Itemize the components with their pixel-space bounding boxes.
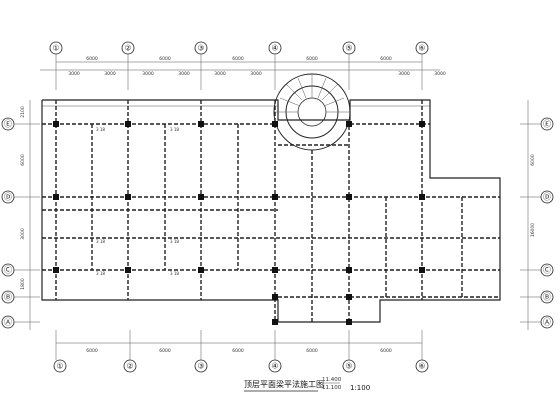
dim-top-4: 6000 <box>306 56 318 62</box>
grid-axis-lines <box>14 54 541 360</box>
beam-label: 3 18 <box>96 127 105 132</box>
building-outline <box>41 99 501 323</box>
beam-label: 3 18 <box>96 239 105 244</box>
right-axis-bubbles: Ⓔ Ⓓ Ⓒ Ⓑ Ⓐ <box>540 117 554 329</box>
dim-top-inner-8: 3000 <box>434 71 446 77</box>
axis-label-4: ④ <box>271 44 278 53</box>
axis-label-5: ⑤ <box>345 44 352 53</box>
dim-bottom-2: 6000 <box>159 348 171 354</box>
dim-top-inner-1: 3000 <box>68 71 80 77</box>
bottom-axis-bubbles: ① ② ③ ④ ⑤ ⑥ <box>53 359 429 373</box>
axis-label-C-right: Ⓒ <box>543 266 551 275</box>
drawing-scale: 1:100 <box>350 384 370 392</box>
axis-label-D: Ⓓ <box>4 193 12 202</box>
axis-label-E: Ⓔ <box>4 120 12 129</box>
dim-top-inner-4: 3000 <box>178 71 190 77</box>
dim-top-inner-7: 3000 <box>398 71 410 77</box>
axis-label-3-bottom: ③ <box>197 362 204 371</box>
axis-label-6: ⑥ <box>418 44 425 53</box>
drawing-title-block: 顶层平面梁平法施工图 11.400 11.100 1:100 <box>244 377 370 392</box>
dim-left-2: 6000 <box>20 154 26 166</box>
dim-right-2: 16000 <box>530 223 536 237</box>
beams-horizontal <box>42 123 500 298</box>
axis-label-E-right: Ⓔ <box>543 120 551 129</box>
dim-top-inner-3: 3000 <box>142 71 154 77</box>
axis-label-6-bottom: ⑥ <box>418 362 425 371</box>
side-dimensions: 2100 6000 3000 1800 6000 16000 <box>20 100 536 330</box>
axis-label-3: ③ <box>197 44 204 53</box>
axis-label-5-bottom: ⑤ <box>345 362 352 371</box>
dim-top-inner-2: 3000 <box>104 71 116 77</box>
dim-top-inner-5: 3000 <box>214 71 226 77</box>
top-dimensions: 6000 6000 6000 6000 6000 3000 3000 3000 … <box>40 56 446 77</box>
top-axis-bubbles: ① ② ③ ④ ⑤ ⑥ <box>49 41 429 55</box>
dim-bottom-5: 6000 <box>380 348 392 354</box>
beam-label: 3 18 <box>170 239 179 244</box>
axis-label-A: Ⓐ <box>4 318 12 327</box>
axis-label-B: Ⓑ <box>4 293 12 302</box>
dim-top-5: 6000 <box>380 56 392 62</box>
dim-top-1: 6000 <box>86 56 98 62</box>
axis-label-A-right: Ⓐ <box>543 318 551 327</box>
axis-label-1: ① <box>52 44 59 53</box>
left-axis-bubbles: Ⓔ Ⓓ Ⓒ Ⓑ Ⓐ <box>1 117 15 329</box>
dim-left-3: 3000 <box>20 228 26 240</box>
axis-label-4-bottom: ④ <box>271 362 278 371</box>
drawing-title: 顶层平面梁平法施工图 <box>244 379 324 389</box>
bottom-dimensions: 6000 6000 6000 6000 6000 <box>56 342 422 354</box>
axis-label-B-right: Ⓑ <box>543 293 551 302</box>
dim-bottom-1: 6000 <box>86 348 98 354</box>
dim-left-4: 1800 <box>20 278 26 290</box>
dim-top-inner-6: 3000 <box>250 71 262 77</box>
dim-left-1: 2100 <box>20 106 26 118</box>
axis-label-2-bottom: ② <box>126 362 133 371</box>
beam-annotations: 3 18 3 18 3 18 3 18 3 18 3 18 <box>96 127 179 276</box>
beams-vertical <box>55 100 463 322</box>
dim-top-2: 6000 <box>159 56 171 62</box>
axis-label-1-bottom: ① <box>56 362 63 371</box>
elevation-bottom: 11.100 <box>322 385 342 391</box>
beam-label: 3 18 <box>170 127 179 132</box>
dim-bottom-3: 6000 <box>232 348 244 354</box>
elevation-top: 11.400 <box>322 377 342 383</box>
spiral-staircase <box>273 73 351 151</box>
axis-label-C: Ⓒ <box>4 266 12 275</box>
dim-right-1: 6000 <box>530 154 536 166</box>
axis-label-D-right: Ⓓ <box>543 193 551 202</box>
dim-bottom-4: 6000 <box>306 348 318 354</box>
columns <box>53 121 425 325</box>
beam-label: 3 18 <box>96 271 105 276</box>
dim-top-3: 6000 <box>232 56 244 62</box>
beam-label: 3 18 <box>170 271 179 276</box>
axis-label-2: ② <box>124 44 131 53</box>
